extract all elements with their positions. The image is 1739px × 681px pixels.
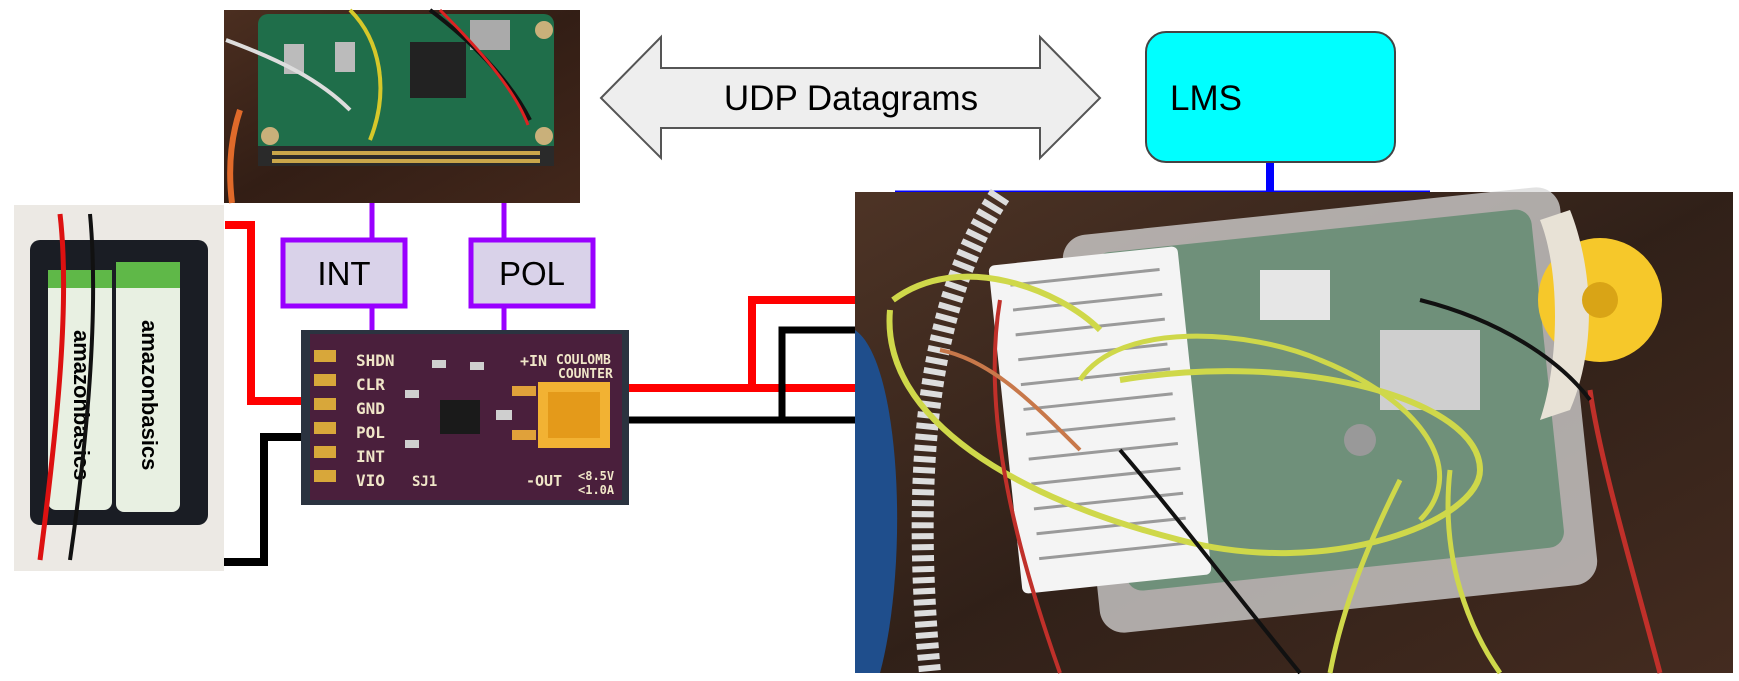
pin-label-vio: VIO [356,471,385,490]
pin-label-shdn: SHDN [356,351,395,370]
udp-label: UDP Datagrams [724,79,978,118]
battery-brand-right: amazonbasics [137,320,162,470]
coulomb-counter-board: SHDN CLR GND POL INT VIO +IN COULOMB COU… [301,330,629,505]
pin-label-gnd: GND [356,399,385,418]
lms-label: LMS [1170,79,1242,118]
blue-cloth [855,330,898,673]
red-wire-battery-to-board [225,221,305,405]
board-pin-labels: SHDN CLR GND POL INT VIO [356,351,395,490]
double-arrow-shape [599,34,1102,161]
udp-arrow: UDP Datagrams [599,34,1102,161]
int-node: INT [280,237,408,309]
lms-box [1145,31,1396,163]
battery-photo: amazonbasics amazonbasics [14,205,224,571]
board-pin-headers [314,350,336,482]
int-label: INT [317,255,370,292]
board-in-label: +IN [520,352,547,370]
pol-box [468,237,596,309]
battery-cell-right [116,262,180,512]
int-box [280,237,408,309]
board-spec-current: <1.0A [578,483,615,497]
black-wire-board-to-pi [625,326,860,424]
gpio-header [272,151,540,163]
braided-cable [911,188,1010,675]
board-sj1-label: SJ1 [412,474,437,490]
board-title-line1: COULOMB [556,353,611,368]
lms-node: LMS [1145,31,1396,163]
board-spec-voltage: <8.5V [578,469,614,483]
breadboard-holes [1010,267,1189,561]
board-out-label: -OUT [526,472,562,490]
pi-zero-photo [224,8,580,204]
red-wire-board-to-pi [625,296,860,392]
raspberry-pi-photo [855,187,1733,675]
pol-node: POL [468,237,596,309]
pin-label-clr: CLR [356,375,385,394]
pol-label: POL [499,255,565,292]
black-wire-battery-to-board [222,433,305,566]
pin-label-int: INT [356,447,385,466]
board-ic [440,400,480,434]
pin-label-pol: POL [356,423,385,442]
fan [1538,210,1662,420]
board-title-line2: COUNTER [558,367,613,382]
